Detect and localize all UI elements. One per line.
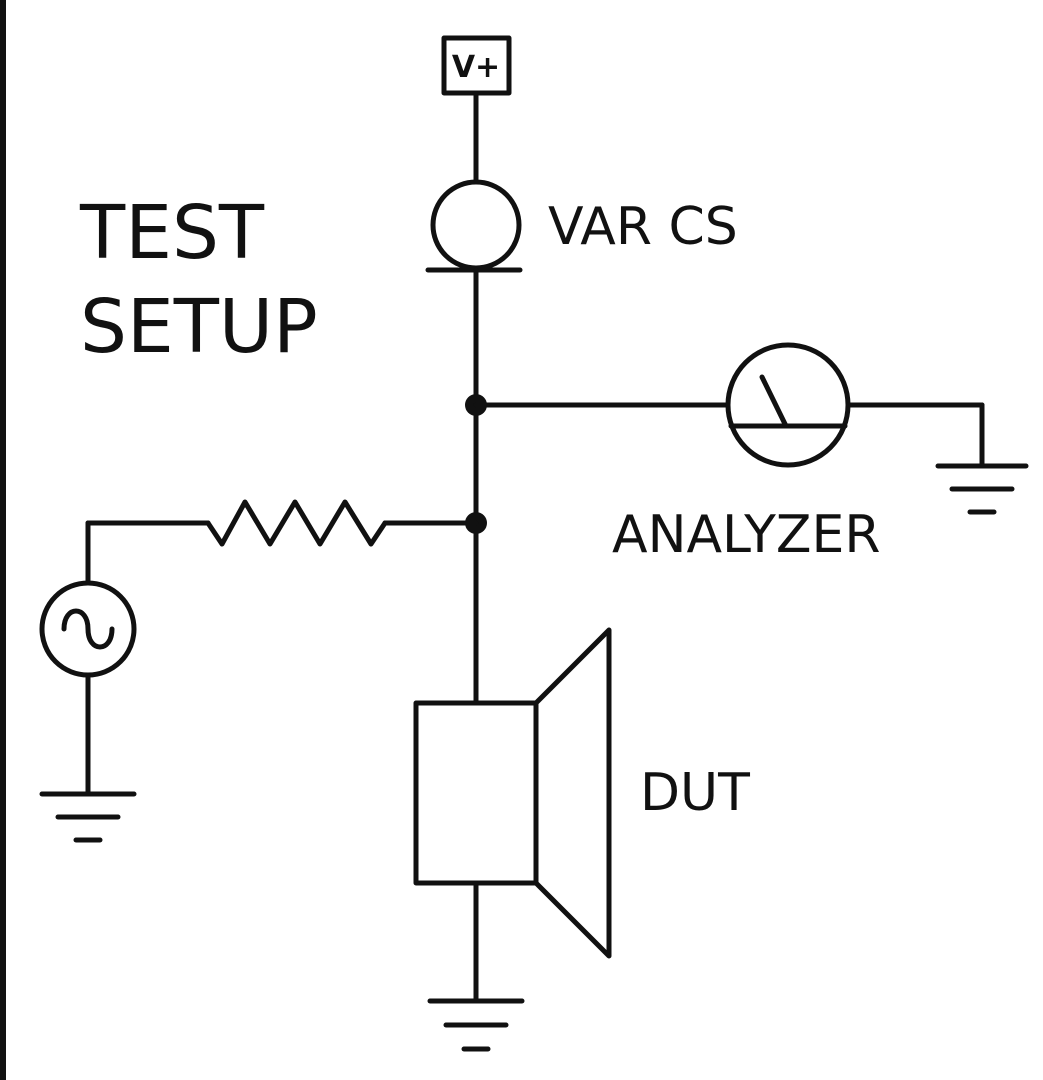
resistor — [205, 499, 388, 547]
variable-current-source — [425, 179, 523, 273]
supply-label: V+ — [452, 50, 500, 85]
title-line-2: SETUP — [80, 284, 318, 370]
analyzer-label: ANALYZER — [612, 505, 880, 565]
analyzer-meter — [725, 342, 851, 468]
dut-speaker — [413, 627, 612, 959]
ground-symbol-analyzer — [935, 463, 1029, 515]
current-source-label: VAR CS — [548, 197, 738, 257]
left-edge-strip — [0, 0, 6, 1080]
title-line-1: TEST — [79, 190, 265, 276]
supply-terminal: V+ — [441, 35, 512, 96]
ac-signal-source — [39, 580, 137, 678]
ground-symbol-source — [39, 791, 137, 843]
ground-symbol-dut — [427, 998, 525, 1052]
dut-label: DUT — [640, 763, 750, 823]
sine-wave-icon — [61, 608, 115, 650]
